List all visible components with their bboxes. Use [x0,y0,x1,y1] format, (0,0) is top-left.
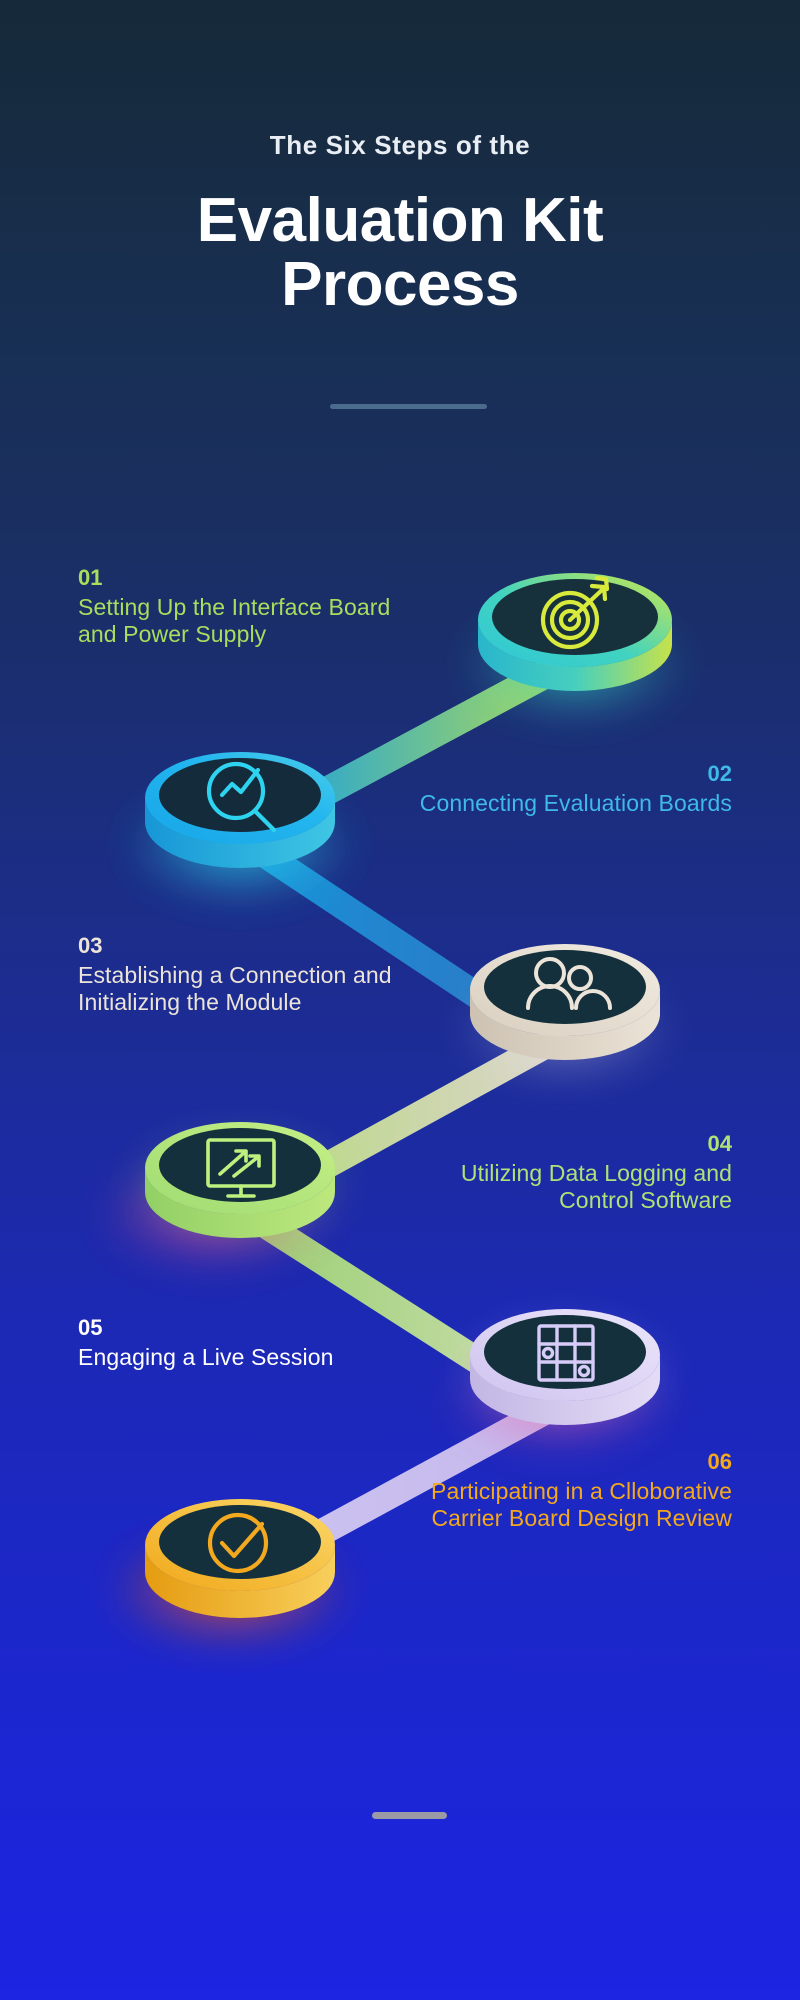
monitor-growth-icon [206,1138,276,1198]
step-label-2: Connecting Evaluation Boards [419,790,732,817]
step-disc-6[interactable] [110,1499,350,1646]
step-label-1: Setting Up the Interface Board and Power… [78,594,391,648]
step-text-4: 04 Utilizing Data Logging and Control So… [392,1131,732,1214]
step-text-6: 06 Participating in a Clloborative Carri… [392,1449,732,1532]
bottom-divider [372,1812,447,1819]
step-text-5: 05 Engaging a Live Session [78,1315,408,1371]
step-label-6: Participating in a Clloborative Carrier … [431,1478,732,1532]
check-circle-icon [207,1512,269,1574]
step-number-2: 02 [707,761,732,786]
step-disc-3[interactable] [455,944,675,1084]
target-arrow-icon [540,575,610,650]
step-number-5: 05 [78,1315,103,1340]
step-label-4: Utilizing Data Logging and Control Softw… [460,1160,732,1214]
step-label-3: Establishing a Connection and Initializi… [78,962,392,1016]
step-text-2: 02 Connecting Evaluation Boards [392,761,732,817]
step-disc-1[interactable] [463,573,687,721]
step-disc-2[interactable] [125,752,355,903]
users-group-icon [526,957,612,1010]
page-title-line-1: Evaluation Kit [196,186,604,255]
grid-dots-icon [537,1324,595,1382]
step-number-3: 03 [78,933,103,958]
step-disc-5[interactable] [444,1309,676,1454]
step-label-5: Engaging a Live Session [78,1344,334,1371]
header-kicker: The Six Steps of the [269,130,531,160]
page-title: Evaluation Kit Process [0,186,800,320]
page-title-line-2: Process [281,250,519,320]
step-text-3: 03 Establishing a Connection and Initial… [78,933,408,1016]
step-number-1: 01 [78,565,103,590]
step-disc-4[interactable] [97,1122,350,1271]
step-text-1: 01 Setting Up the Interface Board and Po… [78,565,408,648]
step-number-4: 04 [707,1131,732,1156]
step-number-6: 06 [707,1449,732,1474]
magnifier-trend-icon [206,761,277,833]
infographic-header: The Six Steps of the Evaluation Kit Proc… [0,0,800,318]
top-divider [330,404,487,409]
